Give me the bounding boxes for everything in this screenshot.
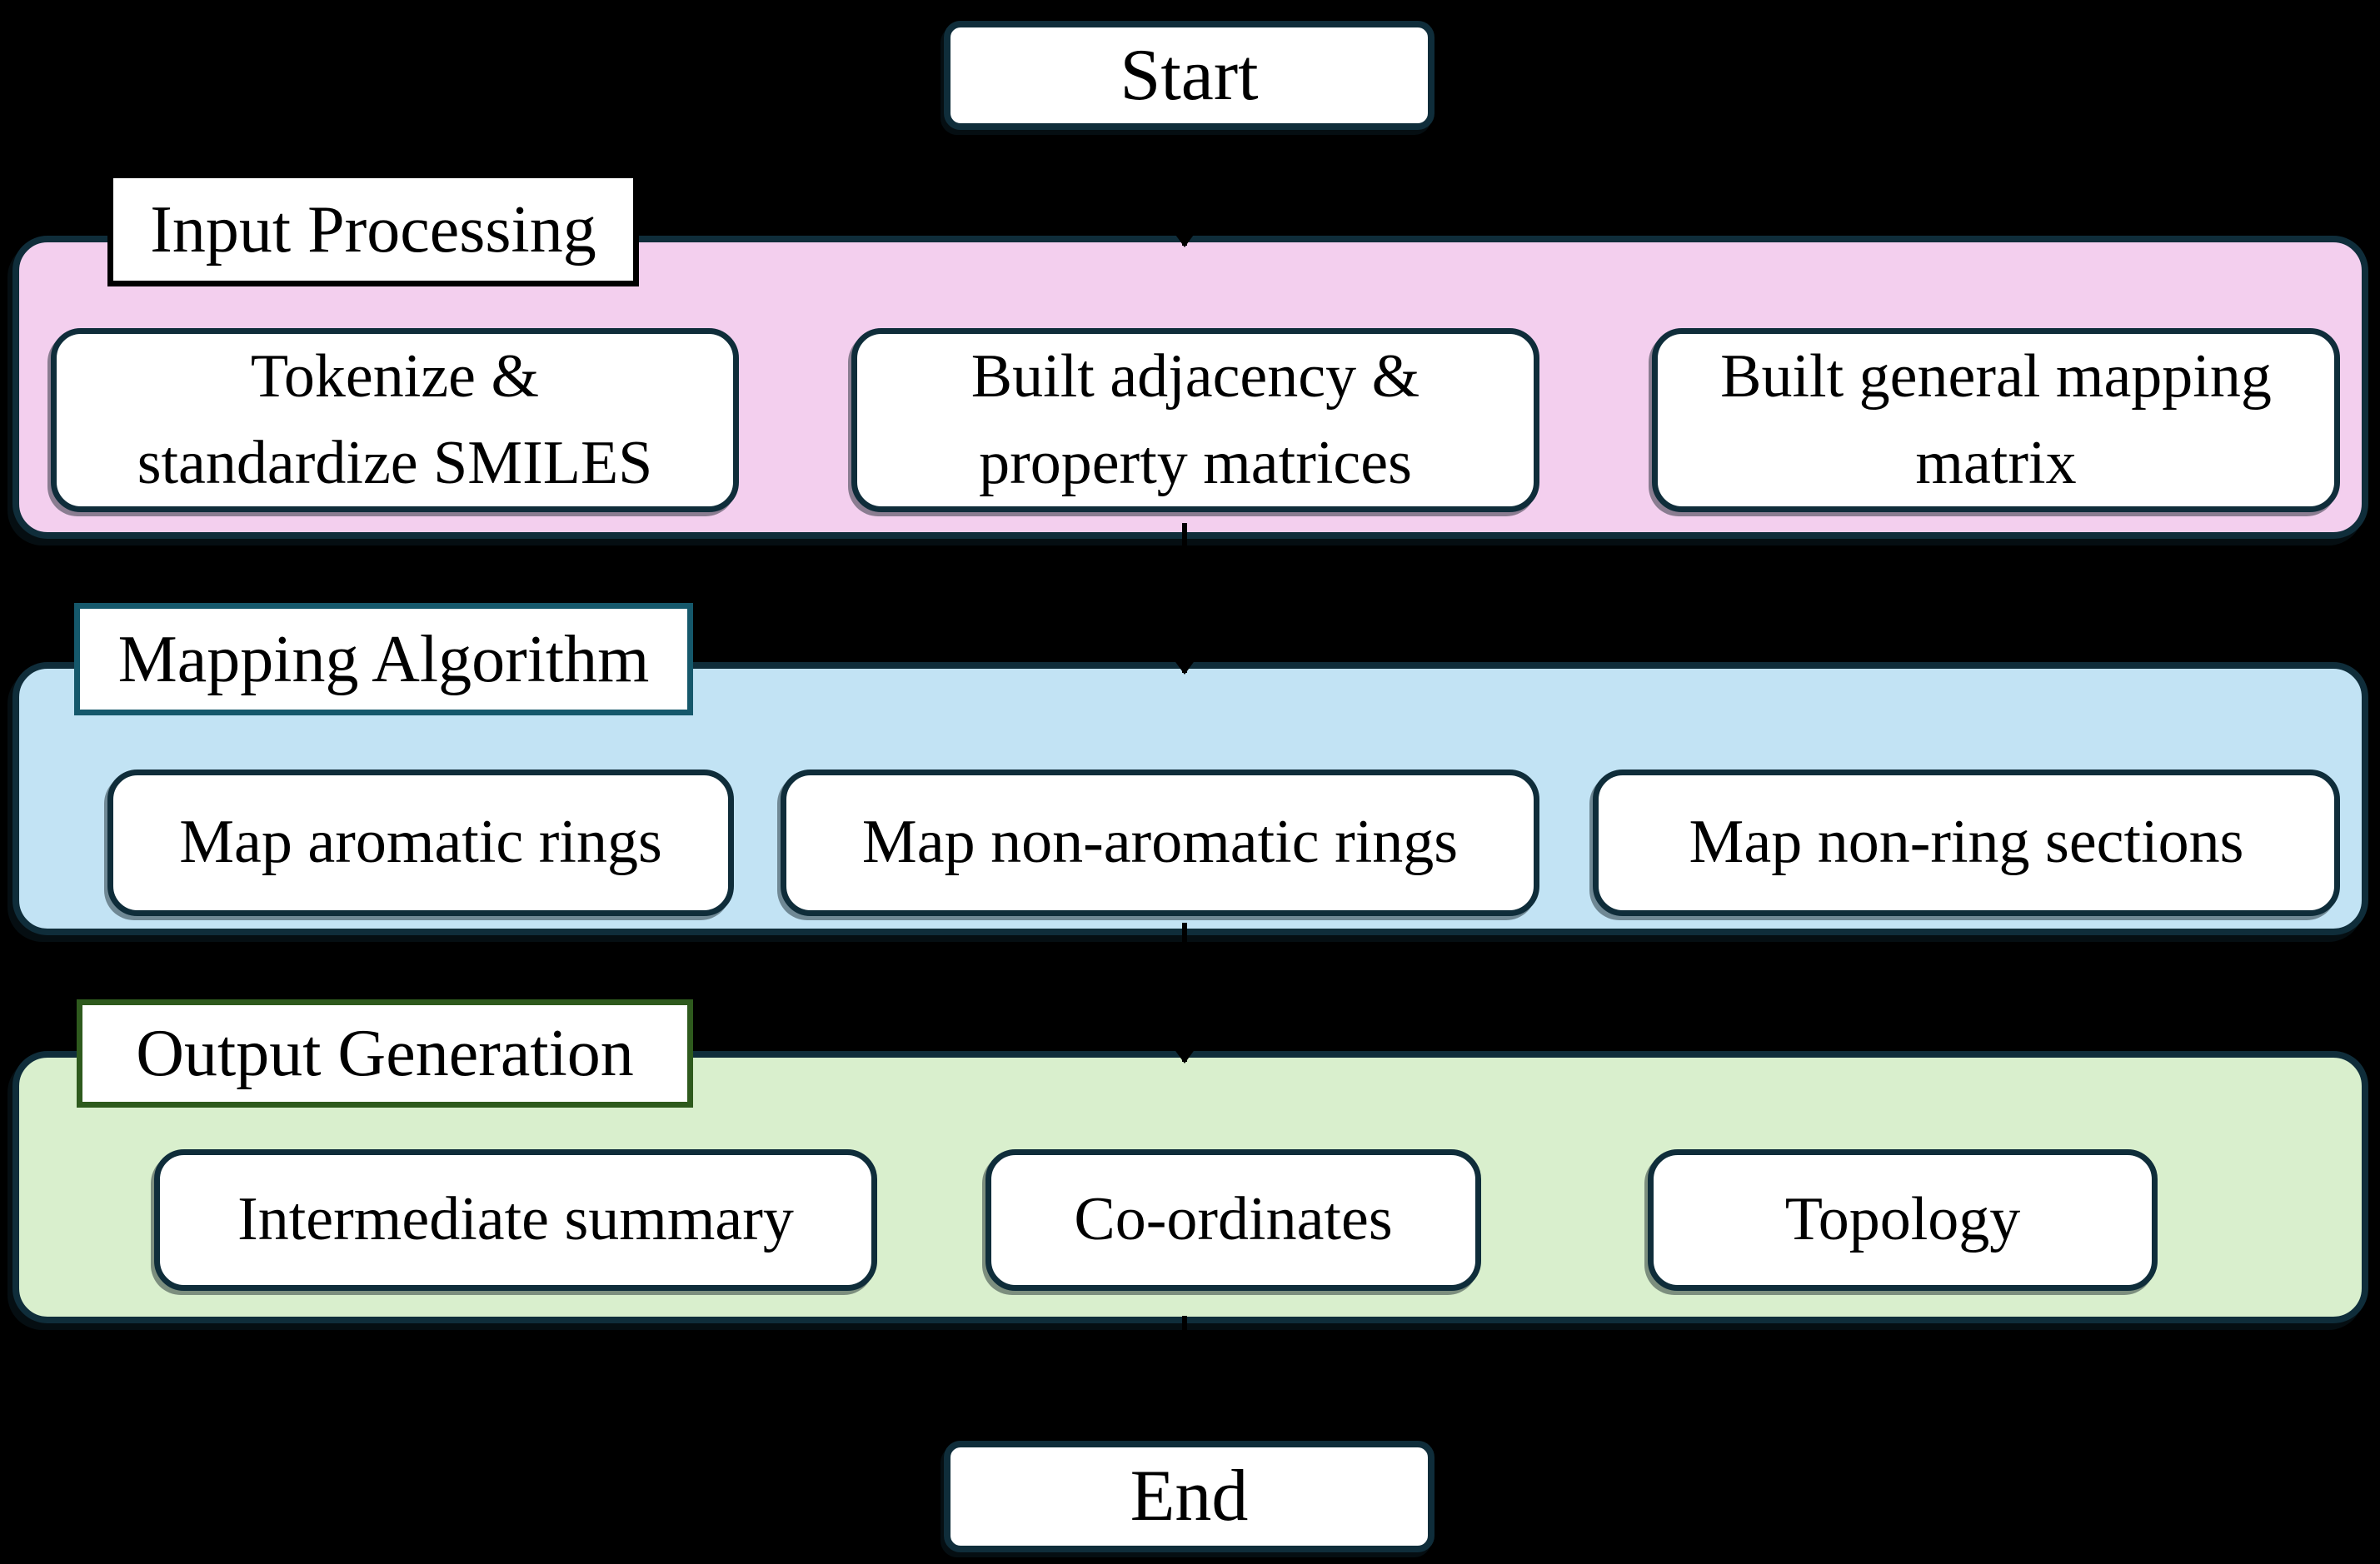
connector-arrow-mapping-to-output <box>1171 923 1198 1063</box>
step-label: Map non-ring sections <box>1689 808 2244 877</box>
connector-arrow-input-to-mapping <box>1171 523 1198 675</box>
step-built-general-mapping-matrix: Built general mapping matrix <box>1652 328 2340 512</box>
step-label: Topology <box>1784 1185 2021 1254</box>
end-node: End <box>944 1441 1434 1552</box>
section-title-output-generation: Output Generation <box>77 999 693 1108</box>
section-title-input-processing: Input Processing <box>107 172 639 286</box>
step-label: Built adjacency & property matrices <box>970 341 1420 497</box>
section-title-label: Input Processing <box>150 192 596 266</box>
step-label: Map aromatic rings <box>179 808 662 877</box>
step-label: Tokenize & standardize SMILES <box>137 341 653 497</box>
end-node-label: End <box>1130 1456 1249 1537</box>
step-intermediate-summary: Intermediate summary <box>154 1149 877 1291</box>
arrowhead-icon <box>1171 1045 1198 1063</box>
start-node: Start <box>944 21 1434 130</box>
step-map-non-ring-sections: Map non-ring sections <box>1593 770 2340 916</box>
step-built-adjacency-property-matrices: Built adjacency & property matrices <box>851 328 1539 512</box>
arrowhead-icon <box>1171 656 1198 675</box>
step-topology: Topology <box>1648 1149 2158 1291</box>
step-label: Co-ordinates <box>1074 1185 1393 1254</box>
arrowhead-icon <box>1171 229 1198 247</box>
connector-arrow-output-to-end <box>1171 1316 1198 1451</box>
step-map-aromatic-rings: Map aromatic rings <box>107 770 734 916</box>
step-label: Built general mapping matrix <box>1720 341 2272 497</box>
step-co-ordinates: Co-ordinates <box>985 1149 1481 1291</box>
section-title-label: Mapping Algorithm <box>117 622 650 696</box>
step-tokenize-standardize-smiles: Tokenize & standardize SMILES <box>51 328 739 512</box>
step-map-non-aromatic-rings: Map non-aromatic rings <box>781 770 1539 916</box>
step-label: Intermediate summary <box>237 1185 794 1254</box>
step-label: Map non-aromatic rings <box>861 808 1459 877</box>
section-title-label: Output Generation <box>136 1017 634 1090</box>
start-node-label: Start <box>1120 34 1259 116</box>
section-title-mapping-algorithm: Mapping Algorithm <box>74 603 693 715</box>
connector-arrow-start-to-input <box>1171 111 1198 247</box>
